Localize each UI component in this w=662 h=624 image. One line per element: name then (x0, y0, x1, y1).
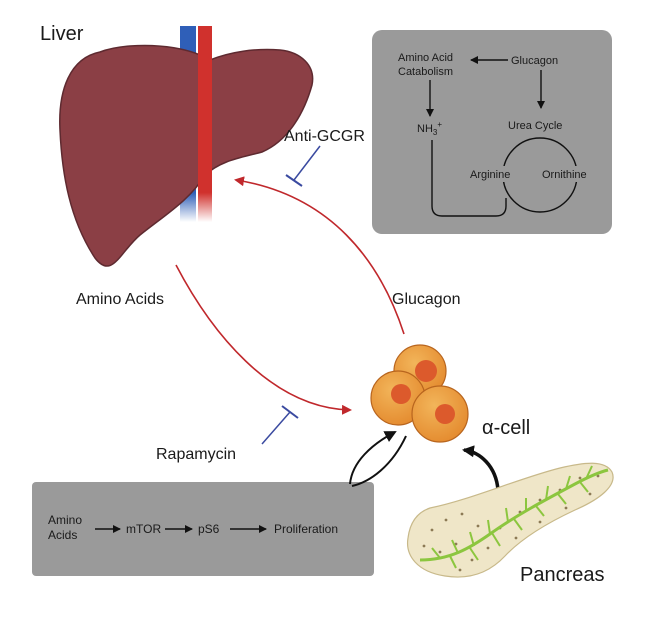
inset-box (32, 482, 374, 576)
liver-label: Liver (40, 23, 84, 45)
glucagon-inset-label: Glucagon (511, 55, 558, 67)
glucagon-to-liver-arrow (234, 176, 405, 335)
amino-acid-catabolism-label-line2: Catabolism (398, 66, 453, 78)
amino-acid-catabolism-label-line1: Amino Acid (398, 52, 453, 64)
urea-cycle-label: Urea Cycle (508, 120, 562, 132)
aorta-vessel (198, 26, 212, 222)
urea-cycle-inset: Amino Acid Catabolism Glucagon NH3+ Urea… (372, 30, 612, 234)
proliferation-label: Proliferation (274, 522, 338, 536)
amino-acids-to-alpha-cell-arrow (175, 264, 352, 415)
glucagon-label: Glucagon (392, 291, 461, 308)
nh3-label: NH3+ (417, 120, 442, 137)
rapamycin-label: Rapamycin (156, 446, 236, 463)
alpha-cell-label: α-cell (482, 417, 530, 439)
liver-organ (59, 44, 314, 267)
ornithine-label-bg (540, 166, 600, 182)
proliferation-loop-arrow (349, 431, 397, 485)
anti-gcgr-label: Anti-GCGR (284, 128, 365, 145)
rapamycin-inhibitor-symbol (261, 405, 299, 445)
pancreas-to-alpha-cell-arrow (462, 445, 500, 491)
pancreas-illustration (406, 462, 614, 578)
liver-illustration (59, 26, 314, 267)
anti-gcgr-inhibitor-symbol (285, 145, 321, 187)
amino-acids-inset-line1: Amino (48, 513, 82, 527)
arginine-label: Arginine (470, 169, 510, 181)
arginine-label-bg (468, 166, 522, 182)
mtor-pathway-inset: Amino Acids mTOR pS6 Proliferation (32, 482, 374, 576)
ornithine-label: Ornithine (542, 169, 587, 181)
amino-acids-label: Amino Acids (76, 291, 164, 308)
mtor-label: mTOR (126, 522, 161, 536)
pancreas-label: Pancreas (520, 564, 605, 586)
proliferation-loop-return (351, 435, 407, 487)
alpha-cell-cluster (370, 344, 469, 443)
amino-acids-inset-line2: Acids (48, 528, 77, 542)
ps6-label: pS6 (198, 522, 220, 536)
alpha-cell (411, 385, 469, 443)
nh3-to-arginine-line (431, 140, 507, 217)
